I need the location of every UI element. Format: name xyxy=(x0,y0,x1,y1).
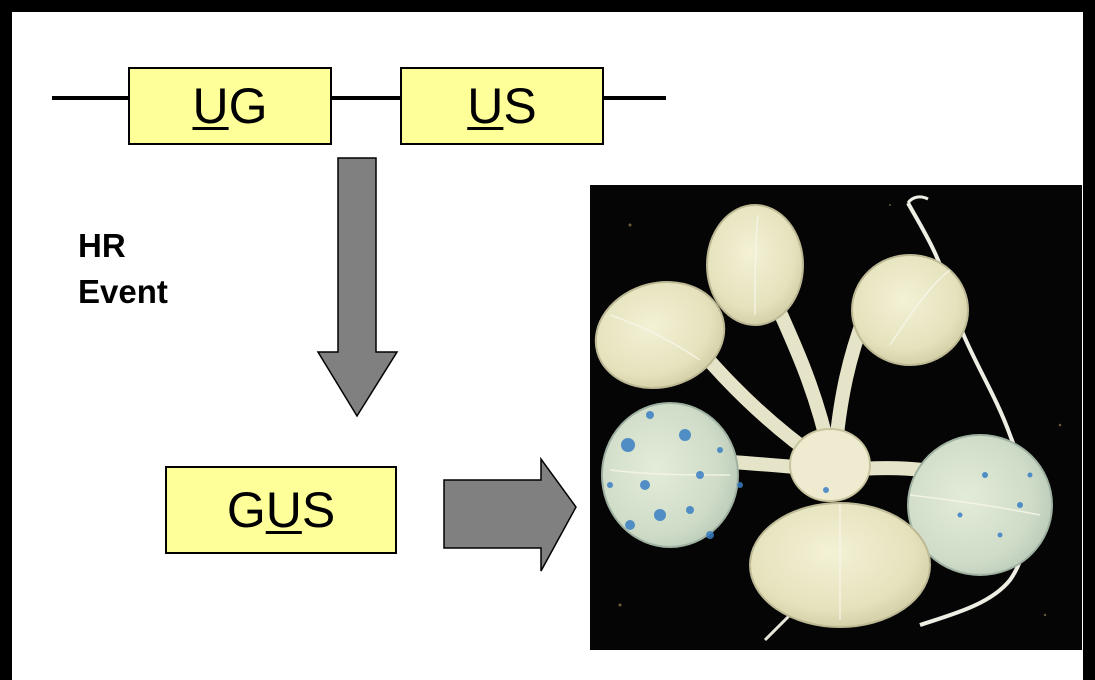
gus-suffix: S xyxy=(302,485,335,535)
seedling-image xyxy=(590,185,1082,650)
gus-stained-seedling-photo xyxy=(590,185,1082,650)
leaf-top-right xyxy=(852,255,968,365)
gus-prefix: G xyxy=(227,485,266,535)
leaf-center xyxy=(790,429,870,501)
right-arrow-icon xyxy=(444,459,576,571)
gus-underlined-letter: U xyxy=(266,485,302,535)
down-arrow-icon xyxy=(318,158,397,416)
